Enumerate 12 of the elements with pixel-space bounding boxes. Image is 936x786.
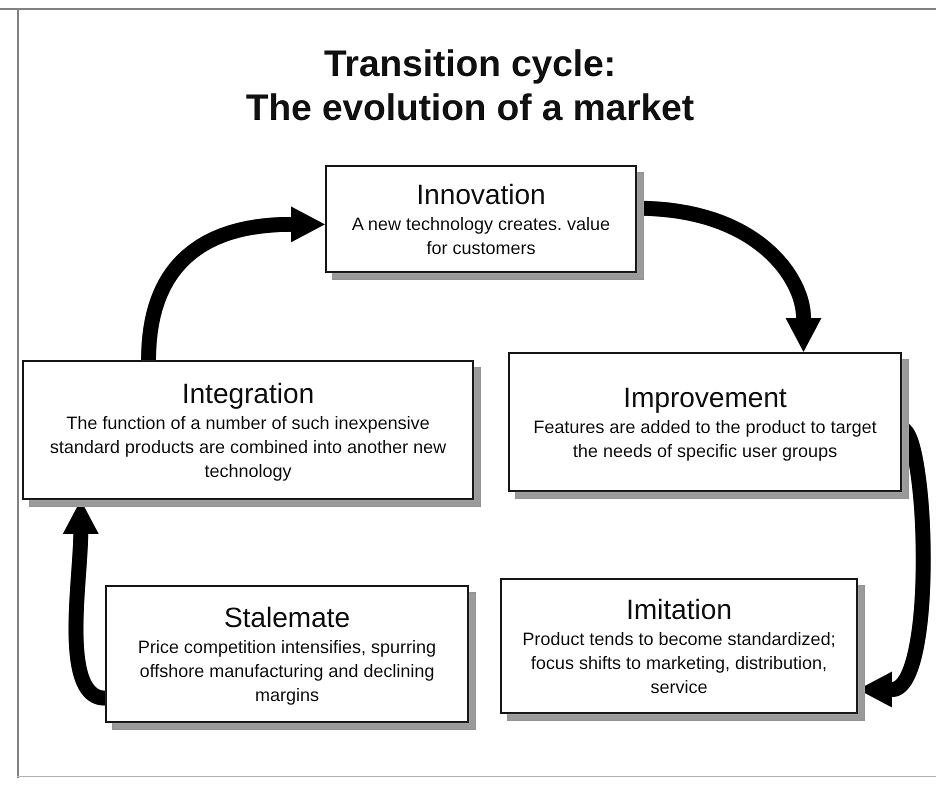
curved-arrow (141, 206, 325, 360)
box-description: Price competition intensifies, spurring offshore manufacturing and declining margins (136, 636, 438, 707)
box-heading: Improvement (623, 381, 787, 415)
box-heading: Integration (182, 377, 314, 411)
box-description: The function of a number of such inexpensive standard products are combined into another new technology (48, 412, 448, 483)
diagram-title: Transition cycle: The evolution of a market (244, 42, 696, 130)
box-description: A new technology creates. value for customers (350, 213, 612, 260)
box-heading: Imitation (626, 593, 732, 627)
box-heading: Stalemate (224, 601, 350, 635)
box-description: Features are added to the product to target the needs of specific user groups (532, 416, 878, 463)
box-description: Product tends to become standardized; focus shifts to marketing, distribution, service (521, 628, 837, 699)
box-heading: Innovation (416, 178, 546, 212)
